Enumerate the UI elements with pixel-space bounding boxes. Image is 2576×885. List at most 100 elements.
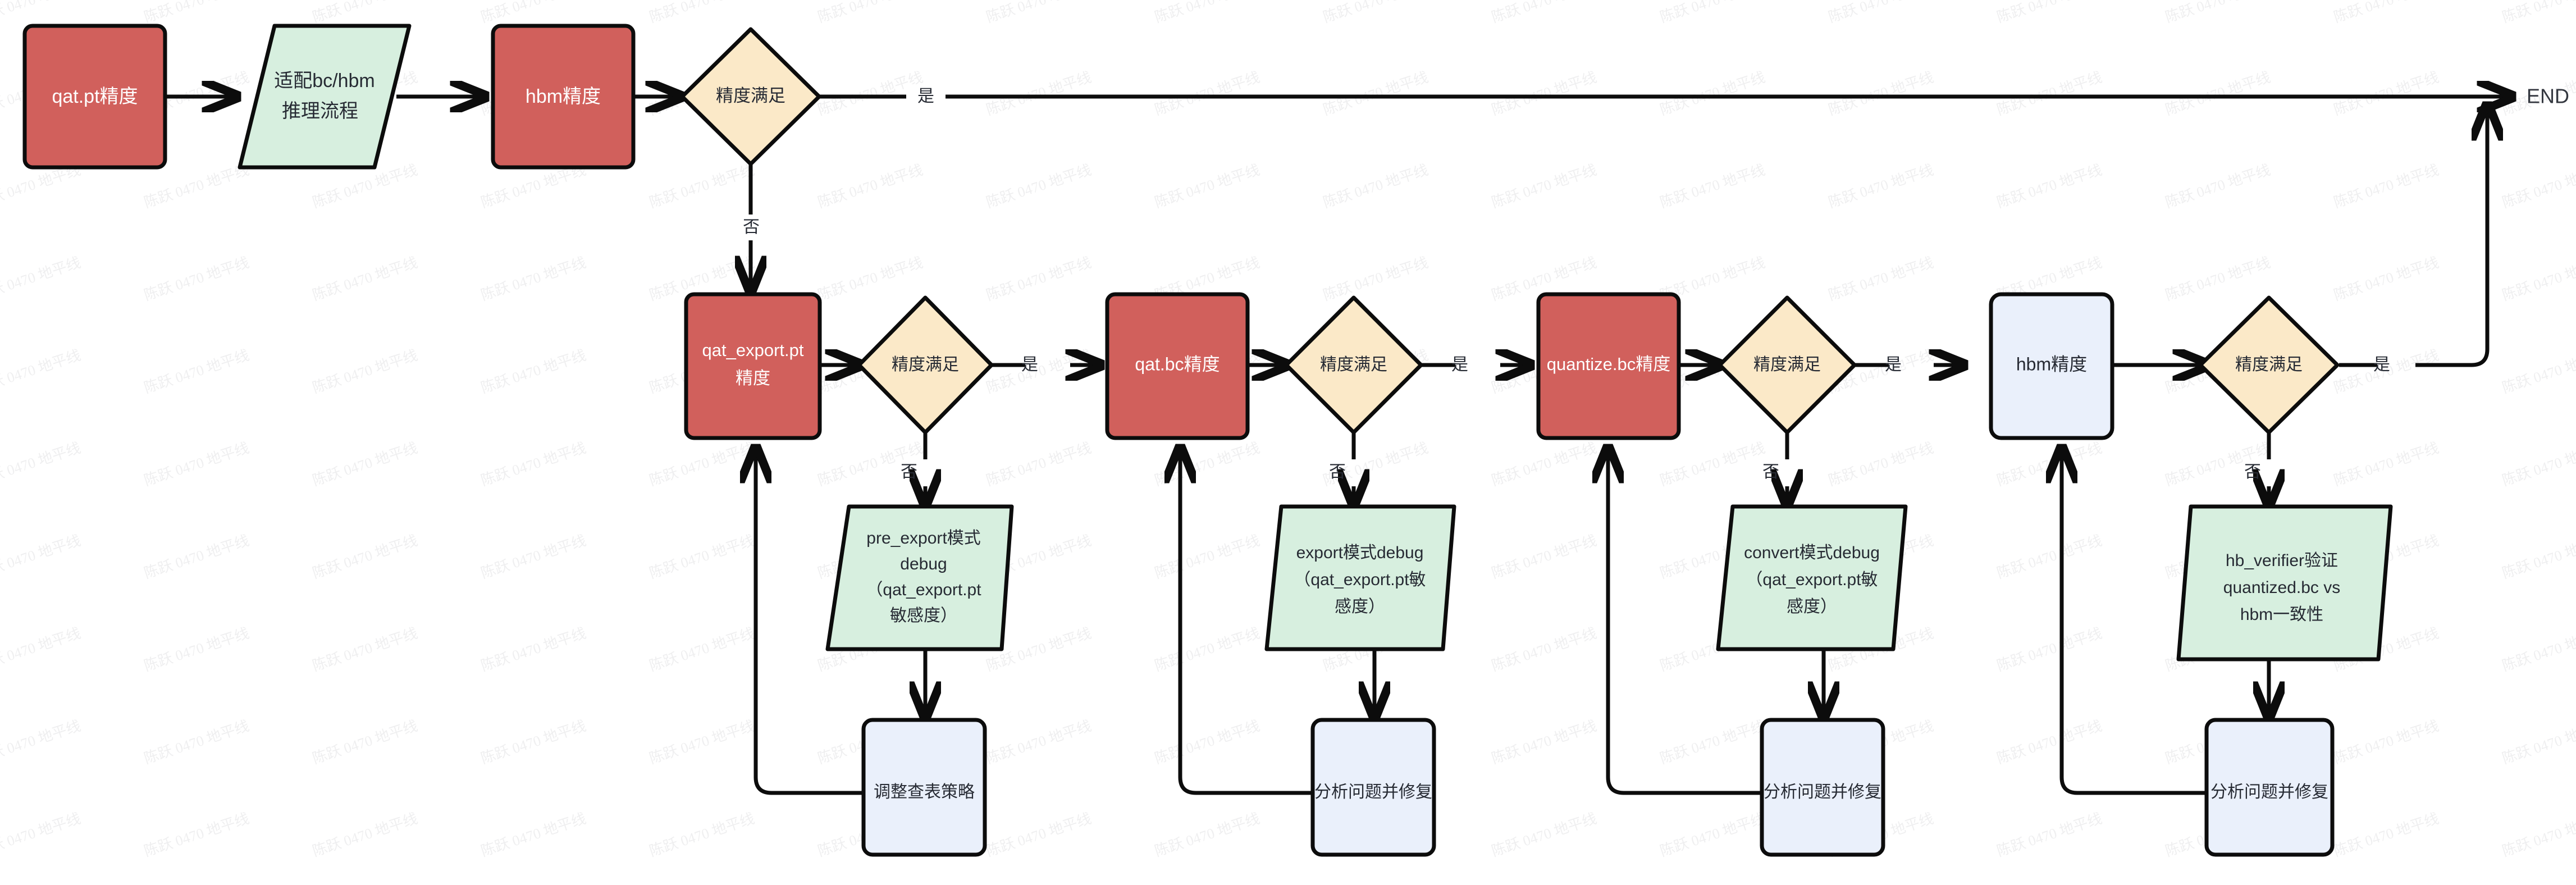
watermark-text: 陈跃 0470 地平线 (984, 440, 1093, 489)
watermark-text: 陈跃 0470 地平线 (1490, 69, 1598, 118)
watermark-text: 陈跃 0470 地平线 (1658, 0, 1767, 26)
edges-layer (165, 97, 2513, 795)
process-pre-export-debug[interactable]: pre_export模式 debug （qat_export.pt 敏感度） (825, 504, 1014, 651)
watermark-text: 陈跃 0470 地平线 (0, 0, 83, 26)
action-analyze-and-fix-3[interactable]: 分析问题并修复 (2204, 718, 2335, 857)
watermark-text: 陈跃 0470 地平线 (2500, 532, 2576, 582)
watermark-text: 陈跃 0470 地平线 (310, 625, 419, 674)
watermark-text: 陈跃 0470 地平线 (647, 440, 756, 489)
node-label-line1: 适配bc/hbm (274, 70, 375, 92)
decision-accuracy-ok-5[interactable]: 精度满足 (2198, 295, 2340, 435)
node-label: hbm精度 (2016, 354, 2087, 374)
decision-accuracy-ok-3[interactable]: 精度满足 (1284, 295, 1423, 435)
watermark-text: 陈跃 0470 地平线 (310, 0, 419, 26)
watermark-text: 陈跃 0470 地平线 (1490, 718, 1598, 767)
watermark-text: 陈跃 0470 地平线 (142, 810, 251, 860)
watermark-text: 陈跃 0470 地平线 (2500, 625, 2576, 674)
node-label-line3: hbm一致性 (2240, 605, 2323, 624)
edge-b3-n6 (1608, 447, 1761, 795)
action-analyze-and-fix-2[interactable]: 分析问题并修复 (1760, 718, 1885, 857)
watermark-text: 陈跃 0470 地平线 (984, 810, 1093, 860)
node-label-line2: debug (900, 555, 947, 573)
watermark-text: 陈跃 0470 地平线 (1658, 69, 1767, 118)
edge-label-yes-4: 是 (1885, 355, 1902, 374)
watermark-text: 陈跃 0470 地平线 (1995, 69, 2104, 118)
watermark-text: 陈跃 0470 地平线 (984, 69, 1093, 118)
node-label: 分析问题并修复 (1764, 783, 1881, 801)
node-label-line1: qat_export.pt (702, 340, 804, 360)
node-label: 分析问题并修复 (2210, 783, 2328, 801)
node-label-line2: （qat_export.pt敏 (1746, 571, 1878, 589)
watermark-text: 陈跃 0470 地平线 (1321, 0, 1430, 26)
decision-accuracy-ok-2[interactable]: 精度满足 (857, 295, 994, 435)
watermark-text: 陈跃 0470 地平线 (1995, 532, 2104, 582)
node-label-line1: hb_verifier验证 (2226, 551, 2338, 570)
watermark-text: 陈跃 0470 地平线 (310, 532, 419, 582)
end-label: END (2527, 85, 2569, 108)
watermark-text: 陈跃 0470 地平线 (0, 440, 83, 489)
label-mask (906, 84, 946, 110)
action-adjust-lut-strategy[interactable]: 调整查表策略 (861, 718, 987, 857)
edge-b4-n7 (2062, 447, 2205, 795)
action-analyze-and-fix-1[interactable]: 分析问题并修复 (1310, 718, 1436, 857)
watermark-text: 陈跃 0470 地平线 (1658, 810, 1767, 860)
watermark-text: 陈跃 0470 地平线 (647, 162, 756, 211)
watermark-text: 陈跃 0470 地平线 (2332, 810, 2441, 860)
node-hbm-accuracy-second[interactable]: hbm精度 (1989, 292, 2114, 440)
node-label: hbm精度 (526, 86, 601, 107)
watermark-text: 陈跃 0470 地平线 (310, 347, 419, 396)
process-export-debug[interactable]: export模式debug （qat_export.pt敏 感度） (1264, 504, 1456, 651)
node-label-line3: 感度） (1787, 597, 1837, 616)
node-hbm-accuracy-top[interactable]: hbm精度 (491, 24, 636, 170)
watermark-text: 陈跃 0470 地平线 (2332, 69, 2441, 118)
label-mask (734, 215, 768, 240)
process-hb-verifier-check[interactable]: hb_verifier验证 quantized.bc vs hbm一致性 (2176, 504, 2393, 662)
node-qat-export-pt-accuracy[interactable]: qat_export.pt 精度 (684, 292, 822, 440)
watermark-text: 陈跃 0470 地平线 (984, 718, 1093, 767)
watermark-text: 陈跃 0470 地平线 (310, 440, 419, 489)
node-label: 精度满足 (1753, 355, 1821, 374)
watermark-text: 陈跃 0470 地平线 (1490, 440, 1598, 489)
watermark-text: 陈跃 0470 地平线 (0, 810, 83, 860)
watermark-text: 陈跃 0470 地平线 (1153, 810, 1262, 860)
decision-accuracy-ok-4[interactable]: 精度满足 (1718, 295, 1857, 435)
node-qat-pt-accuracy[interactable]: qat.pt精度 (22, 24, 167, 170)
node-adapt-bc-hbm-flow[interactable]: 适配bc/hbm 推理流程 (237, 24, 412, 170)
watermark-text: 陈跃 0470 地平线 (142, 254, 251, 304)
watermark-text: 陈跃 0470 地平线 (1153, 625, 1262, 674)
edge-d5-end-b (2415, 104, 2487, 367)
process-convert-debug[interactable]: convert模式debug （qat_export.pt敏 感度） (1716, 504, 1908, 651)
watermark-text: 陈跃 0470 地平线 (1826, 440, 1935, 489)
watermark-text: 陈跃 0470 地平线 (1490, 810, 1598, 860)
watermark-text: 陈跃 0470 地平线 (142, 625, 251, 674)
watermark-text: 陈跃 0470 地平线 (1321, 69, 1430, 118)
watermark-text: 陈跃 0470 地平线 (2332, 718, 2441, 767)
node-label: 分析问题并修复 (1314, 783, 1432, 801)
node-qat-bc-accuracy[interactable]: qat.bc精度 (1105, 292, 1250, 440)
watermark-text: 陈跃 0470 地平线 (1995, 810, 2104, 860)
edge-b1-n4 (756, 447, 862, 795)
watermark-text: 陈跃 0470 地平线 (1153, 718, 1262, 767)
edge-label-yes-5: 是 (2373, 355, 2390, 374)
watermark-text: 陈跃 0470 地平线 (647, 625, 756, 674)
watermark-text: 陈跃 0470 地平线 (984, 162, 1093, 211)
node-label: 精度满足 (1320, 355, 1387, 374)
node-quantize-bc-accuracy[interactable]: quantize.bc精度 (1536, 292, 1681, 440)
watermark-text: 陈跃 0470 地平线 (2332, 0, 2441, 26)
watermark-text: 陈跃 0470 地平线 (2500, 440, 2576, 489)
node-label: qat.pt精度 (52, 86, 138, 107)
watermark-text: 陈跃 0470 地平线 (479, 532, 588, 582)
watermark-text: 陈跃 0470 地平线 (2332, 162, 2441, 211)
decision-accuracy-ok-1[interactable]: 精度满足 (680, 27, 821, 166)
watermark-text: 陈跃 0470 地平线 (1995, 0, 2104, 26)
watermark-text: 陈跃 0470 地平线 (479, 810, 588, 860)
watermark-text: 陈跃 0470 地平线 (142, 0, 251, 26)
watermark-text: 陈跃 0470 地平线 (2163, 69, 2272, 118)
edge-labels-layer: 是 否 是 否 是 否 是 否 是 否 END (734, 84, 2569, 481)
edge-label-yes-2: 是 (1021, 355, 1038, 374)
watermark-text: 陈跃 0470 地平线 (1995, 162, 2104, 211)
watermark-text: 陈跃 0470 地平线 (142, 347, 251, 396)
node-label: qat.bc精度 (1135, 354, 1220, 374)
